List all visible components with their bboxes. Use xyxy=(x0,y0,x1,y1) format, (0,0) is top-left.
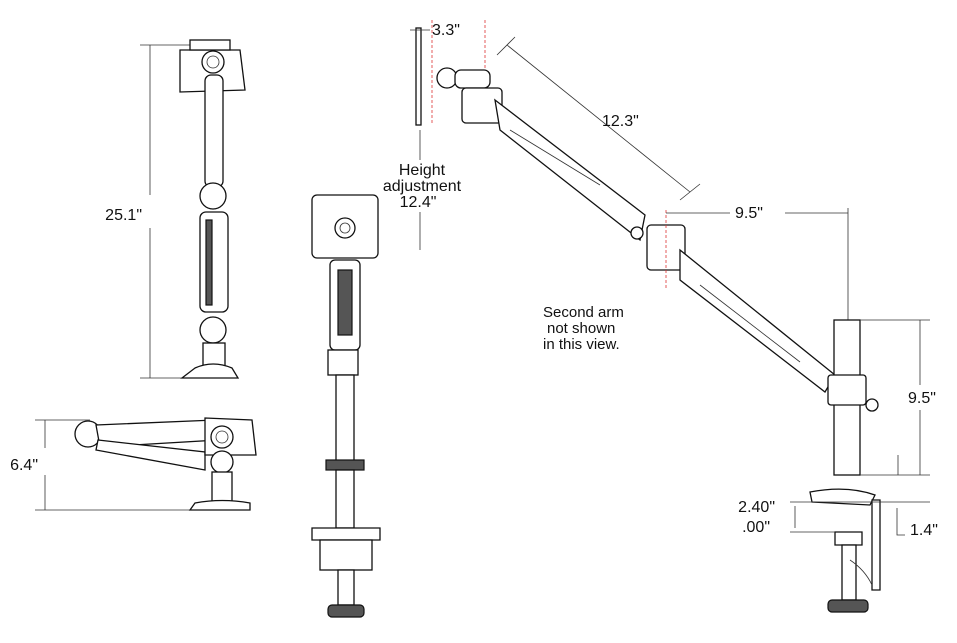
clamp-range-bottom-label: .00" xyxy=(742,519,770,536)
monitor-offset-label: 3.3" xyxy=(432,22,460,39)
height-adjustment-callout: Height adjustment 12.4" xyxy=(383,130,462,250)
clamp-range-top-label: 2.40" xyxy=(738,499,775,516)
height-adjustment-line1: Height xyxy=(399,162,446,179)
lower-arm-length-label: 9.5" xyxy=(735,205,763,222)
extended-side-view: 3.3" 12.3" 9.5" 9.5" xyxy=(410,20,938,613)
overall-height-label: 25.1" xyxy=(105,207,142,224)
second-arm-note: Second arm not shown in this view. xyxy=(543,304,624,353)
front-view xyxy=(311,194,381,618)
folded-arm-view: 6.4" xyxy=(10,417,257,511)
pole-height-label: 9.5" xyxy=(908,390,936,407)
raised-arm-view: 25.1" xyxy=(105,39,246,379)
note-line3: in this view. xyxy=(543,336,620,353)
base-offset-label: 1.4" xyxy=(910,522,938,539)
note-line1: Second arm xyxy=(543,304,624,321)
folded-height-label: 6.4" xyxy=(10,457,38,474)
height-adjustment-value: 12.4" xyxy=(400,194,437,211)
upper-arm-length-label: 12.3" xyxy=(602,113,639,130)
height-adjustment-line2: adjustment xyxy=(383,178,462,195)
note-line2: not shown xyxy=(547,320,615,337)
